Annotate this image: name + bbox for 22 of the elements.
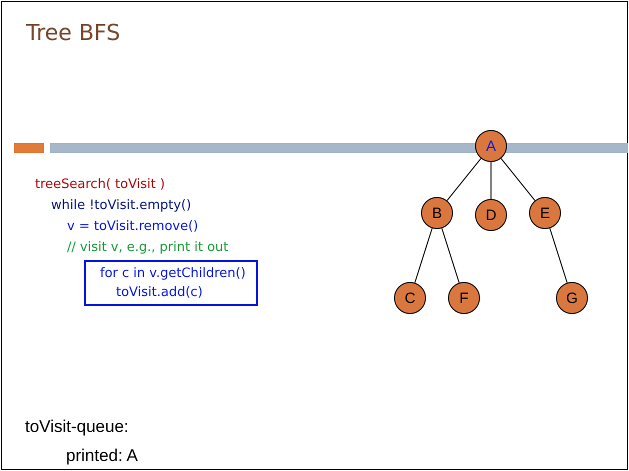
tree-node: D: [475, 199, 507, 231]
tree-node: C: [394, 282, 426, 314]
slide-title: Tree BFS: [26, 21, 120, 46]
note-text: toVisit-queue:: [25, 417, 129, 437]
tree-edge: [549, 228, 568, 284]
code-line: v = toVisit.remove(): [67, 219, 198, 235]
tree-node: F: [448, 282, 480, 314]
code-line: // visit v, e.g., print it out: [67, 240, 228, 256]
tree-edge: [446, 158, 482, 202]
tree-edge: [441, 228, 460, 284]
code-line: treeSearch( toVisit ): [35, 177, 165, 193]
tree-node: A: [475, 130, 507, 162]
tree-node: B: [421, 197, 453, 229]
tree-node: E: [529, 197, 561, 229]
code-line: toVisit.add(c): [115, 284, 204, 302]
tree-edge: [500, 158, 536, 202]
note-text: printed: A: [66, 446, 138, 466]
tree-node: G: [556, 282, 588, 314]
code-line: while !toVisit.empty(): [51, 198, 192, 214]
code-line: for c in v.getChildren(): [99, 265, 246, 283]
tree-edge: [490, 162, 492, 200]
tree-edge: [414, 228, 433, 284]
